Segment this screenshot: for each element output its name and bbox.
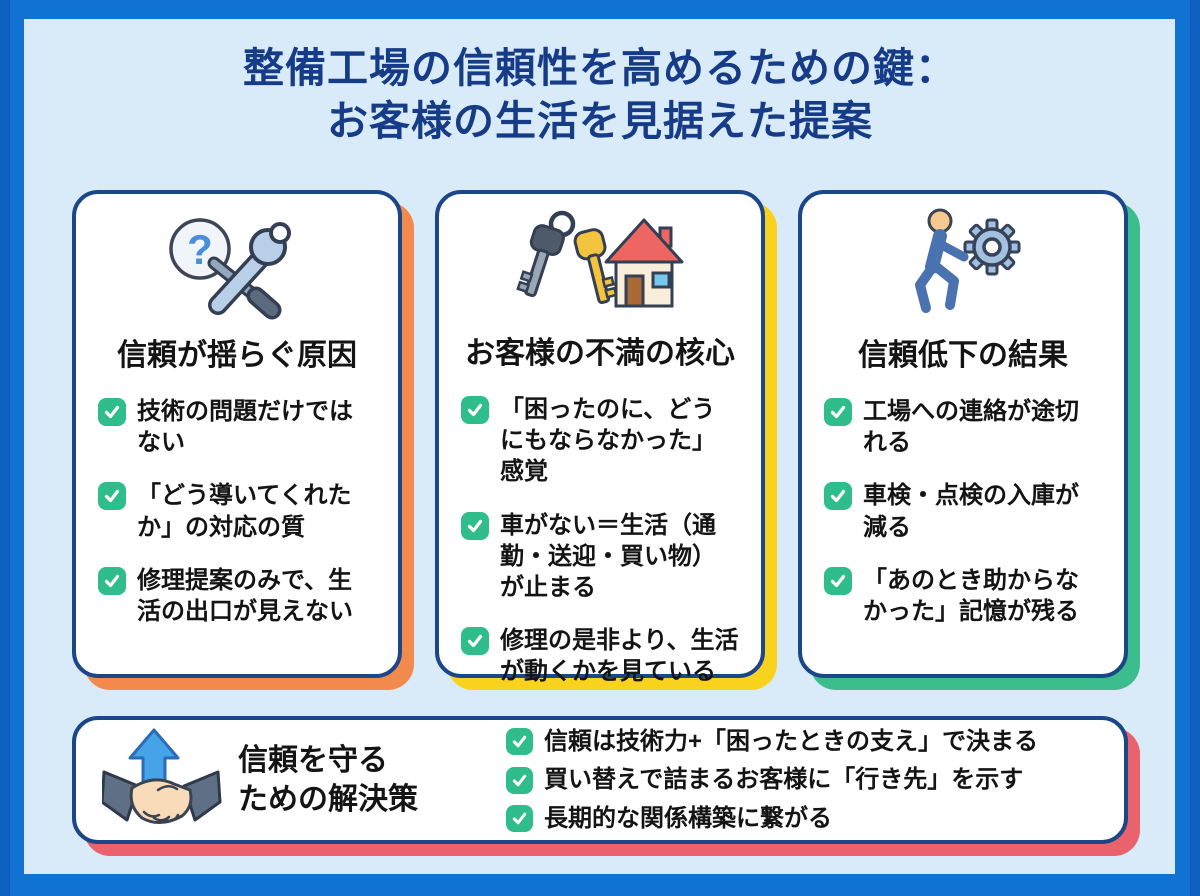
checklist-item: 技術の問題だけではない xyxy=(98,396,376,458)
handshake-growth-icon xyxy=(98,728,226,832)
check-icon xyxy=(506,804,533,832)
checklist-item-text: 修理提案のみで、生活の出口が見えない xyxy=(137,566,353,625)
solution-heading-line-1: 信頼を守る xyxy=(238,744,388,777)
solution-heading-line-2: ための解決策 xyxy=(238,783,418,816)
card-checklist: 技術の問題だけではない 「どう導いてくれたか」の対応の質 修理提案のみで、生活の… xyxy=(76,396,398,627)
frame-edge-right xyxy=(1190,0,1200,896)
checklist-item: 長期的な関係構築に繋がる xyxy=(506,803,1038,834)
checklist-item: 買い替えで詰まるお客様に「行き先」を示す xyxy=(506,764,1038,795)
checklist-item: 「困ったのに、どうにもならなかった」感覚 xyxy=(461,394,739,488)
card-customer-dissatisfaction: お客様の不満の核心 「困ったのに、どうにもならなかった」感覚 車がない＝生活（通… xyxy=(435,190,765,685)
checklist-item: 信頼は技術力+「困ったときの支え」で決まる xyxy=(506,726,1038,757)
solution-checklist: 信頼は技術力+「困ったときの支え」で決まる 買い替えで詰まるお客様に「行き先」を… xyxy=(506,726,1038,834)
checklist-item: 工場への連絡が途切れる xyxy=(824,396,1102,458)
frame-edge-left xyxy=(0,0,10,896)
walking-gear-icon xyxy=(802,204,1124,324)
cards-row: ? 信頼が揺らぐ原因 技術の問題だけではない 「どう導いてくれたか」の対応の質 xyxy=(72,190,1128,685)
check-icon xyxy=(824,482,852,511)
card-checklist: 工場への連絡が途切れる 車検・点検の入庫が減る 「あのとき助からなかった」記憶が… xyxy=(802,396,1124,627)
check-icon xyxy=(824,398,852,426)
checklist-item: 「どう導いてくれたか」の対応の質 xyxy=(98,480,376,542)
solution-heading: 信頼を守る ための解決策 xyxy=(238,741,478,819)
checklist-item-text: 技術の問題だけではない xyxy=(137,398,353,457)
solution-card: 信頼を守る ための解決策 信頼は技術力+「困ったときの支え」で決まる 買い替えで… xyxy=(72,716,1128,844)
check-icon xyxy=(461,396,489,424)
checklist-item-text: 長期的な関係構築に繋がる xyxy=(544,804,832,832)
card-heading: 信頼が揺らぐ原因 xyxy=(117,339,357,372)
check-icon xyxy=(824,566,852,595)
check-icon xyxy=(461,627,489,656)
card-trust-decline-results: 信頼低下の結果 工場への連絡が途切れる 車検・点検の入庫が減る 「あのとき助から… xyxy=(798,190,1128,678)
checklist-item-text: 「あのとき助からなかった」記憶が残る xyxy=(863,566,1079,625)
checklist-item-text: 信頼は技術力+「困ったときの支え」で決まる xyxy=(544,728,1039,756)
checklist-item: 車検・点検の入庫が減る xyxy=(824,480,1102,542)
checklist-item-text: 工場への連絡が途切れる xyxy=(863,398,1079,457)
question-wrench-icon: ? xyxy=(76,204,398,324)
checklist-item-text: 修理の是非より、生活が動くかを見ている xyxy=(500,627,739,686)
page-title-line-1: 整備工場の信頼性を高めるための鍵： xyxy=(243,45,957,91)
check-icon xyxy=(461,511,489,540)
check-icon xyxy=(506,728,533,756)
check-icon xyxy=(98,482,126,511)
check-icon xyxy=(98,566,126,595)
checklist-item: 修理提案のみで、生活の出口が見えない xyxy=(98,565,376,627)
page-title: 整備工場の信頼性を高めるための鍵： お客様の生活を見据えた提案 xyxy=(0,42,1200,149)
checklist-item: 「あのとき助からなかった」記憶が残る xyxy=(824,565,1102,627)
checklist-item-text: 「どう導いてくれたか」の対応の質 xyxy=(137,482,352,541)
card-checklist: 「困ったのに、どうにもならなかった」感覚 車がない＝生活（通勤・送迎・買い物）が… xyxy=(439,394,761,688)
page-title-line-2: お客様の生活を見据えた提案 xyxy=(327,98,873,145)
card-heading: お客様の不満の核心 xyxy=(465,337,735,370)
check-icon xyxy=(98,398,126,426)
card-trust-causes: ? 信頼が揺らぐ原因 技術の問題だけではない 「どう導いてくれたか」の対応の質 xyxy=(72,190,402,678)
checklist-item: 車がない＝生活（通勤・送迎・買い物）が止まる xyxy=(461,510,739,604)
checklist-item-text: 車がない＝生活（通勤・送迎・買い物）が止まる xyxy=(500,511,716,601)
checklist-item-text: 買い替えで詰まるお客様に「行き先」を示す xyxy=(544,766,1024,794)
checklist-item-text: 「困ったのに、どうにもならなかった」感覚 xyxy=(500,396,716,486)
checklist-item-text: 車検・点検の入庫が減る xyxy=(863,482,1079,541)
check-icon xyxy=(506,766,533,794)
keys-house-icon xyxy=(439,204,761,322)
checklist-item: 修理の是非より、生活が動くかを見ている xyxy=(461,625,739,687)
card-heading: 信頼低下の結果 xyxy=(858,339,1068,372)
